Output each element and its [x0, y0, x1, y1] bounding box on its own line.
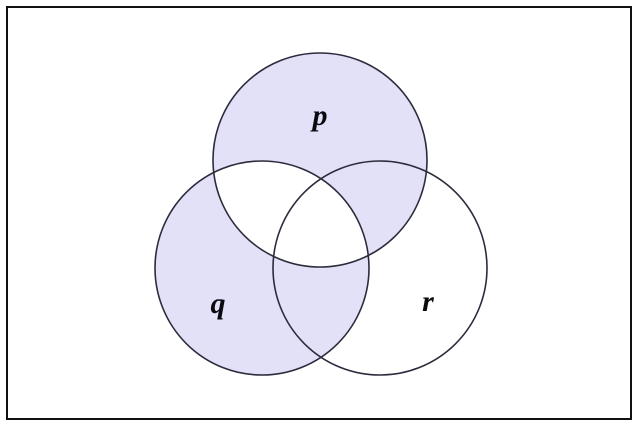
label-p: p — [310, 99, 328, 132]
label-r: r — [422, 285, 434, 318]
circle-p — [212, 52, 428, 268]
venn-labels: p q r — [211, 99, 435, 320]
label-q: q — [211, 287, 226, 320]
outer-frame — [6, 6, 632, 420]
circle-r — [272, 160, 488, 376]
venn-circle-outlines — [154, 52, 488, 376]
circle-q — [154, 160, 370, 376]
